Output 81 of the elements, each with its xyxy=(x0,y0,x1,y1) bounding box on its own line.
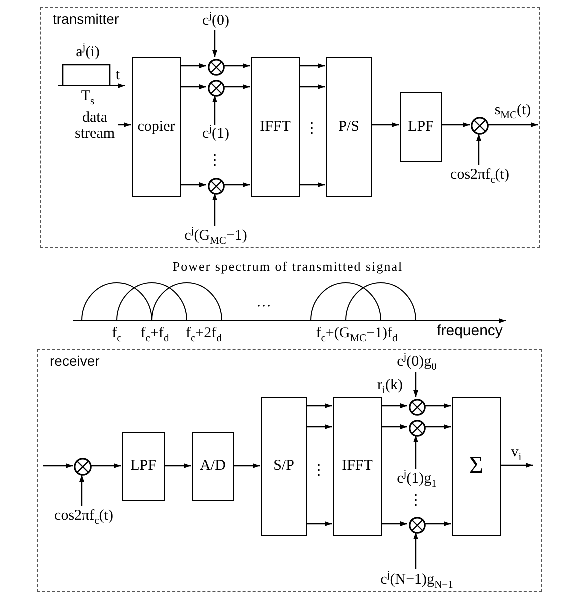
arrow xyxy=(224,84,250,90)
arrow xyxy=(500,463,533,468)
arrow xyxy=(118,122,131,128)
edge-label: r$_{i}$(k) xyxy=(378,378,403,394)
arrow xyxy=(212,194,218,226)
signal-label: c$^{j}$(G$_{MC}$−1) xyxy=(161,227,271,247)
arrow xyxy=(43,464,73,468)
axis-label: f$_{c}$+(G$_{MC}$−1)f$_{d}$ xyxy=(316,326,398,342)
process-block: LPF xyxy=(400,92,442,162)
summation-block: Σ xyxy=(452,397,501,536)
process-block: copier xyxy=(132,57,181,197)
axis-label: f$_{c}$+2f$_{d}$ xyxy=(186,326,222,342)
edge-label: s$_{MC}$(t) xyxy=(494,102,532,120)
signal-label: data stream xyxy=(71,110,119,144)
arrow xyxy=(224,64,250,68)
ellipsis: ⋮ xyxy=(208,152,222,170)
arrow xyxy=(180,84,206,90)
arrow xyxy=(381,424,408,430)
arrow xyxy=(299,182,325,188)
multiplier-symbol xyxy=(208,80,224,96)
axis-label: f$_{c}$ xyxy=(112,326,122,342)
arrow xyxy=(299,64,325,68)
arrow xyxy=(80,475,84,506)
arrow xyxy=(371,122,399,128)
signal-label: c$^{j}$(1) xyxy=(186,126,246,144)
arrow xyxy=(414,372,418,398)
arrow xyxy=(212,30,218,58)
signal-label: c$^{j}$(0)g$_{0}$ xyxy=(372,353,462,373)
process-block: LPF xyxy=(122,432,165,501)
arrow xyxy=(381,522,408,526)
arrow xyxy=(424,424,451,430)
process-block: S/P xyxy=(261,397,307,536)
signal-label: c$^{j}$(N−1)g$_{N−1}$ xyxy=(357,570,477,592)
dashed-group-frame xyxy=(40,7,540,248)
multiplier-symbol xyxy=(408,420,426,436)
dashed-group-frame xyxy=(37,349,542,592)
arrow xyxy=(441,122,470,128)
formula-label: T$_{s}$ xyxy=(81,88,95,106)
formula-label: a$^{j}$(i) xyxy=(76,44,100,62)
arrow xyxy=(424,522,451,526)
group-title: receiver xyxy=(50,353,100,369)
arrow xyxy=(488,122,538,128)
process-block: A/D xyxy=(192,432,234,501)
arrow xyxy=(224,182,250,188)
group-title: transmitter xyxy=(53,11,120,27)
process-block: P/S xyxy=(326,57,372,197)
ellipsis: ⋮ xyxy=(304,120,320,138)
axis-label: frequency xyxy=(437,322,503,340)
signal-label: c$^{j}$(0) xyxy=(186,13,246,31)
process-block: IFFT xyxy=(333,397,382,536)
arrow xyxy=(299,84,325,90)
arrow xyxy=(306,522,332,526)
ellipsis: ⋮ xyxy=(408,492,424,510)
axis-label: t xyxy=(116,68,120,84)
arrow xyxy=(476,134,482,165)
signal-label: cos2πf$_{c}$(t) xyxy=(435,166,525,186)
signal-label: cos2πf$_{c}$(t) xyxy=(39,507,129,527)
axis-label: f$_{c}$+f$_{d}$ xyxy=(140,326,170,342)
multiplier-symbol xyxy=(74,458,92,476)
chart-title: Power spectrum of transmitted signal xyxy=(172,259,404,275)
arrow xyxy=(233,464,260,468)
multiplier-symbol xyxy=(408,516,426,534)
edge-label: v$_{i}$ xyxy=(511,444,522,461)
multiplier-symbol xyxy=(208,58,224,76)
multiplier-symbol xyxy=(408,398,426,416)
arrow xyxy=(424,404,451,408)
arrow xyxy=(180,64,206,68)
multiplier-symbol xyxy=(208,178,224,194)
arrow xyxy=(306,424,332,430)
arrow xyxy=(306,404,332,408)
arrow xyxy=(381,404,408,408)
arrow xyxy=(414,532,418,569)
arrow xyxy=(180,182,206,188)
arrow xyxy=(91,464,121,468)
ellipsis: ⋮ xyxy=(312,462,326,480)
arrow xyxy=(212,96,218,125)
arrow xyxy=(164,464,191,468)
ellipsis: … xyxy=(256,294,272,312)
arrow xyxy=(414,436,418,469)
process-block: IFFT xyxy=(251,57,300,197)
multiplier-symbol xyxy=(471,117,489,135)
